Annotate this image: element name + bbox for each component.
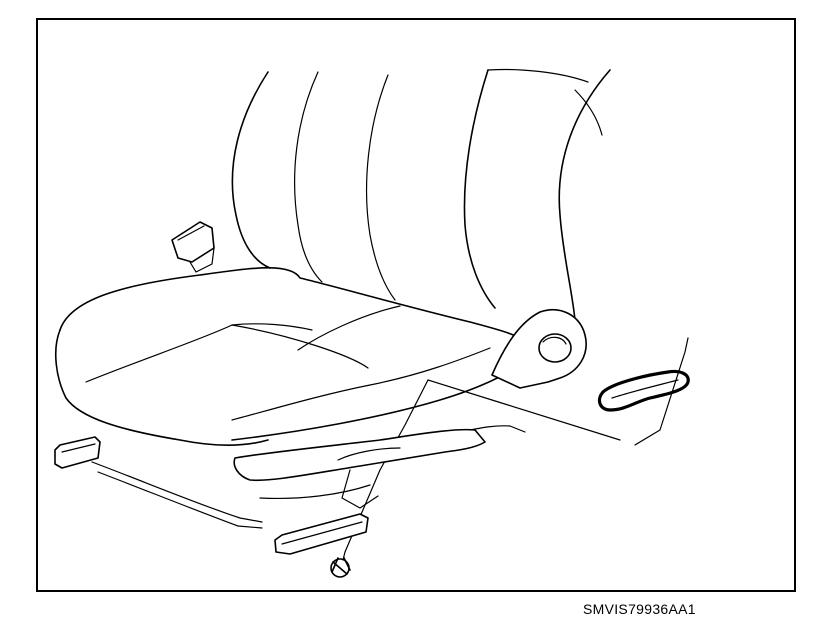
seat-cushion [54, 267, 531, 447]
seat-frame [233, 425, 526, 509]
seat-rails [54, 436, 369, 555]
lever-part [597, 369, 690, 412]
seatback [231, 68, 611, 321]
side-cover [491, 308, 587, 389]
seatbelt-buckle [171, 221, 215, 273]
figure-code: SMVIS79936AA1 [583, 601, 696, 617]
screw [330, 551, 351, 578]
figure-frame [36, 18, 796, 592]
